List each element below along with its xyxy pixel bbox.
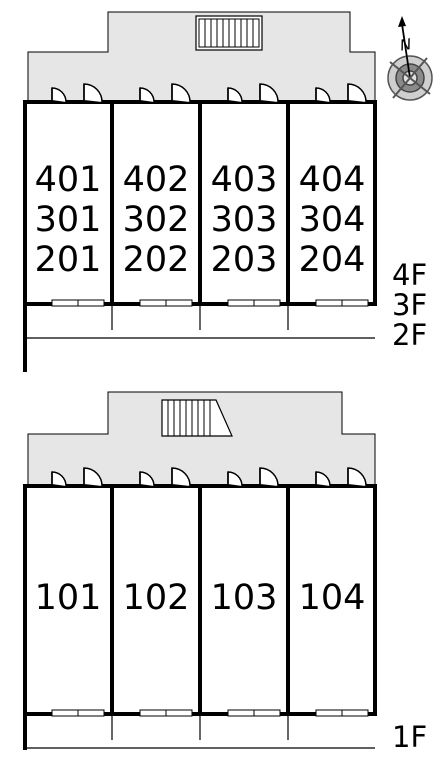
room-number: 402 xyxy=(122,160,190,200)
room-number: 302 xyxy=(122,200,190,240)
upper-unit-2-rooms: 402 302 202 xyxy=(112,160,200,280)
room-number: 404 xyxy=(298,160,366,200)
lower-unit-1-room: 101 xyxy=(24,578,112,618)
lower-doors xyxy=(51,467,367,487)
lower-unit-4-room: 104 xyxy=(288,578,376,618)
upper-floor-labels: 4F 3F 2F xyxy=(392,260,427,350)
lower-windows xyxy=(51,709,369,717)
upper-unit-1-rooms: 401 301 201 xyxy=(24,160,112,280)
room-number: 204 xyxy=(298,240,366,280)
room-number: 304 xyxy=(298,200,366,240)
room-number: 301 xyxy=(34,200,102,240)
floor-label: 2F xyxy=(392,318,428,352)
room-number: 401 xyxy=(34,160,102,200)
lower-stairs-icon xyxy=(161,399,233,437)
upper-block xyxy=(23,11,377,372)
room-number: 101 xyxy=(34,578,102,618)
compass-north-label: N xyxy=(399,35,413,55)
upper-stairs-icon xyxy=(195,15,263,51)
lower-block xyxy=(23,391,377,750)
room-number: 203 xyxy=(210,240,278,280)
room-number: 201 xyxy=(34,240,102,280)
lower-unit-2-room: 102 xyxy=(112,578,200,618)
room-number: 303 xyxy=(210,200,278,240)
floor-label: 4F xyxy=(392,258,428,292)
room-number: 104 xyxy=(298,578,366,618)
upper-unit-4-rooms: 404 304 204 xyxy=(288,160,376,280)
upper-unit-3-rooms: 403 303 203 xyxy=(200,160,288,280)
room-number: 103 xyxy=(210,578,278,618)
upper-doors xyxy=(51,83,367,103)
floor-label: 1F xyxy=(392,720,428,754)
room-number: 202 xyxy=(122,240,190,280)
upper-windows xyxy=(51,299,369,307)
lower-floor-label: 1F xyxy=(392,722,427,752)
floor-label: 3F xyxy=(392,288,428,322)
room-number: 102 xyxy=(122,578,190,618)
lower-unit-3-room: 103 xyxy=(200,578,288,618)
compass-rose-icon: N xyxy=(387,16,433,101)
room-number: 403 xyxy=(210,160,278,200)
